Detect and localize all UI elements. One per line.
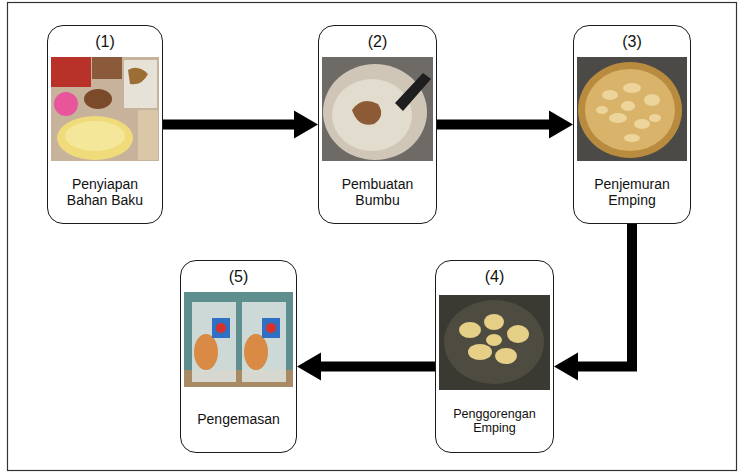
step-number: (5) <box>229 268 249 285</box>
process-box: (3) Penjemuran Emping <box>573 25 691 224</box>
step-number: (3) <box>622 33 642 50</box>
step-label: Penyiapan Bahan Baku <box>52 176 158 208</box>
flow-arrow <box>297 353 435 381</box>
arrow-head <box>294 111 318 139</box>
step-number: (1) <box>95 33 115 50</box>
process-box: (5) Pengemasan <box>180 260 297 453</box>
step-number: (4) <box>485 268 505 285</box>
arrow-head <box>297 353 321 381</box>
step-label-area: Pembuatan Bumbu <box>323 165 432 219</box>
arrow-shaft <box>320 362 435 372</box>
process-box: (2) Pembuatan Bumbu <box>318 25 437 224</box>
arrow-head <box>549 111 573 139</box>
step-label: Pembuatan Bumbu <box>323 176 432 208</box>
photo-frying <box>439 295 550 390</box>
flow-arrow <box>554 224 632 381</box>
outer-frame <box>8 3 737 471</box>
photo-drying <box>577 57 687 161</box>
step-label-area: Penjemuran Emping <box>578 165 686 219</box>
process-box: (4) Penggorengan Emping <box>435 260 554 453</box>
flow-arrow <box>163 111 318 139</box>
step-label: Pengemasan <box>197 411 280 427</box>
flow-arrow <box>437 111 573 139</box>
photo-seasoning <box>322 57 433 161</box>
step-label: Penjemuran Emping <box>578 176 686 208</box>
arrow-shaft <box>577 224 632 367</box>
step-number-row: (2) <box>319 33 436 51</box>
arrow-head <box>554 353 578 381</box>
step-label-area: Penyiapan Bahan Baku <box>52 165 158 219</box>
step-number: (2) <box>368 33 388 50</box>
step-label-area: Pengemasan <box>185 391 292 448</box>
photo-packaging <box>184 292 293 387</box>
step-label: Penggorengan Emping <box>440 407 549 436</box>
step-number-row: (4) <box>436 268 553 286</box>
step-label-area: Penggorengan Emping <box>440 394 549 448</box>
step-number-row: (1) <box>48 33 162 51</box>
step-number-row: (3) <box>574 33 690 51</box>
step-number-row: (5) <box>181 268 296 286</box>
process-box: (1) Penyiapan Bahan Baku <box>47 25 163 224</box>
arrow-shaft <box>163 120 295 130</box>
arrow-shaft <box>437 120 550 130</box>
photo-raw-materials <box>51 57 159 161</box>
